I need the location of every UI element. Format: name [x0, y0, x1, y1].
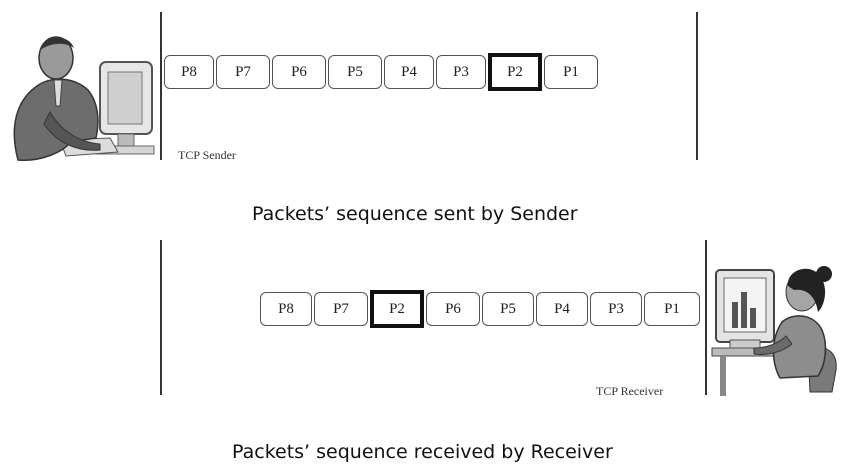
sender-packet-highlighted: P2	[488, 53, 542, 91]
receiver-label: TCP Receiver	[596, 384, 664, 398]
sender-packet: P6	[272, 55, 326, 89]
sender-packet: P3	[436, 55, 486, 89]
receiver-packet: P1	[644, 292, 700, 326]
receiver-packet: P6	[426, 292, 480, 326]
sender-packet: P5	[328, 55, 382, 89]
sender-label: TCP Sender	[178, 148, 236, 162]
receiver-packet: P7	[314, 292, 368, 326]
sent-caption: Packets’ sequence sent by Sender	[252, 203, 578, 225]
sender-packet: P1	[544, 55, 598, 89]
receiver-packet: P8	[260, 292, 312, 326]
receiver-packet: P4	[536, 292, 588, 326]
sender-packet: P8	[164, 55, 214, 89]
sender-packet: P7	[216, 55, 270, 89]
receiver-person-computer-icon	[711, 266, 837, 396]
sender-packet: P4	[384, 55, 434, 89]
sender-right-boundary	[696, 12, 698, 160]
receiver-right-boundary	[705, 240, 707, 395]
received-caption: Packets’ sequence received by Receiver	[232, 441, 613, 463]
receiver-packet: P3	[590, 292, 642, 326]
sender-person-computer-icon	[13, 36, 155, 161]
receiver-packet: P5	[482, 292, 534, 326]
receiver-left-boundary	[160, 240, 162, 395]
receiver-packet-highlighted: P2	[370, 290, 424, 328]
sender-left-boundary	[160, 12, 162, 160]
